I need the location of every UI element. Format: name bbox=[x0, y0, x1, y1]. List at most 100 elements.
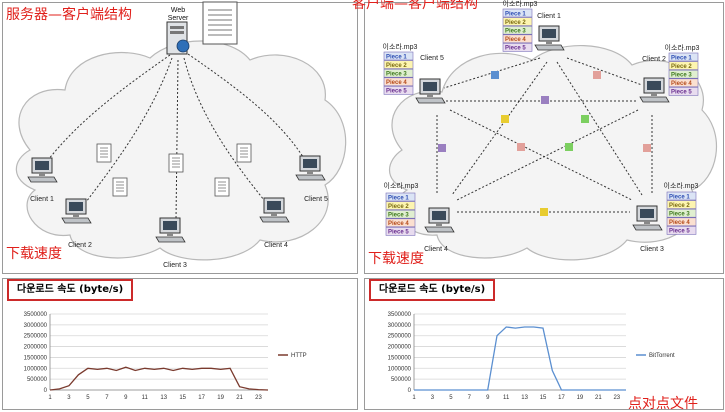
y-tick-label: 2500000 bbox=[388, 334, 412, 340]
piece-label: Piece 5 bbox=[671, 90, 692, 96]
x-tick-label: 11 bbox=[142, 395, 149, 401]
piece-label: Piece 2 bbox=[671, 64, 692, 70]
x-tick-label: 23 bbox=[613, 395, 620, 401]
x-tick-label: 5 bbox=[449, 395, 453, 401]
x-tick-label: 19 bbox=[217, 395, 224, 401]
y-tick-label: 1000000 bbox=[24, 366, 48, 372]
y-tick-label: 1000000 bbox=[388, 366, 412, 372]
server-client-diagram: Web Server Client 1 Client 2 Client 3 Cl… bbox=[15, 1, 347, 269]
piece-block bbox=[668, 61, 699, 70]
bittorrent-chart-title: 다운로드 속도 (byte/s) bbox=[369, 279, 496, 301]
piece-label: Piece 2 bbox=[505, 20, 526, 26]
piece-label: Piece 1 bbox=[671, 55, 692, 61]
piece-block bbox=[502, 17, 533, 26]
piece-block bbox=[502, 34, 533, 44]
y-tick-label: 3500000 bbox=[388, 312, 412, 318]
document-icon bbox=[236, 143, 252, 163]
legend-label: HTTP bbox=[291, 353, 307, 359]
piece-block bbox=[383, 77, 414, 87]
server-label: Server bbox=[168, 15, 189, 22]
x-tick-label: 7 bbox=[468, 395, 472, 401]
piece-label: Piece 1 bbox=[386, 54, 407, 60]
piece-block bbox=[666, 226, 697, 235]
piece-block bbox=[666, 191, 697, 201]
client-client-diagram: Client 1 Client 2 Client 3 Client 4 Clie… bbox=[383, 0, 717, 261]
file-label: 이소라.mp3 bbox=[383, 42, 418, 51]
piece-label: Piece 3 bbox=[505, 29, 526, 35]
piece-label: Piece 2 bbox=[669, 203, 690, 209]
download-speed-annotation: 下载速度 bbox=[6, 246, 62, 262]
piece-block bbox=[502, 43, 533, 52]
piece-block bbox=[668, 52, 699, 62]
http-chart-title: 다운로드 속도 (byte/s) bbox=[7, 279, 134, 301]
piece-label: Piece 2 bbox=[386, 63, 407, 69]
server-client-annotation: 服务器—客户端结构 bbox=[6, 7, 132, 23]
x-tick-label: 5 bbox=[86, 395, 90, 401]
piece-block bbox=[385, 227, 416, 236]
client-label: Client 2 bbox=[642, 56, 666, 63]
piece-block bbox=[502, 25, 533, 35]
piece-block bbox=[666, 217, 697, 227]
network-cloud bbox=[389, 44, 717, 261]
client-label: Client 1 bbox=[537, 13, 561, 20]
client-label: Client 5 bbox=[304, 196, 328, 203]
piece-label: Piece 4 bbox=[671, 81, 692, 87]
piece-label: Piece 3 bbox=[669, 212, 690, 218]
x-tick-label: 17 bbox=[198, 395, 205, 401]
x-tick-label: 13 bbox=[521, 395, 528, 401]
legend-label: BitTorrent bbox=[649, 353, 675, 359]
piece-label: Piece 3 bbox=[386, 72, 407, 78]
x-tick-label: 1 bbox=[48, 395, 52, 401]
series-line bbox=[49, 366, 269, 391]
client-computer-icon bbox=[415, 78, 446, 104]
client-label: Client 3 bbox=[163, 262, 187, 269]
piece-label: Piece 4 bbox=[386, 80, 407, 86]
piece-block bbox=[668, 87, 699, 96]
y-tick-label: 3000000 bbox=[24, 323, 48, 329]
document-icon bbox=[96, 143, 112, 163]
y-tick-label: 1500000 bbox=[24, 355, 48, 361]
y-tick-label: 0 bbox=[408, 388, 412, 394]
x-tick-label: 17 bbox=[558, 395, 565, 401]
client-label: Client 3 bbox=[640, 246, 664, 253]
document-icon bbox=[112, 177, 128, 197]
p2p-annotation: 点对点文件 bbox=[628, 396, 698, 412]
piece-block bbox=[383, 51, 414, 61]
piece-label: Piece 2 bbox=[388, 204, 409, 210]
piece-label: Piece 5 bbox=[669, 229, 690, 235]
web-server-icon bbox=[166, 21, 190, 55]
file-label: 이소라.mp3 bbox=[664, 181, 699, 190]
bittorrent-speed-chart: 0500000100000015000002000000250000030000… bbox=[388, 312, 675, 401]
piece-label: Piece 3 bbox=[671, 73, 692, 79]
piece-label: Piece 1 bbox=[388, 195, 409, 201]
client-label: Client 5 bbox=[420, 55, 444, 62]
server-label: Web bbox=[171, 7, 185, 14]
y-tick-label: 0 bbox=[44, 388, 48, 394]
client-label: Client 4 bbox=[264, 242, 288, 249]
piece-block bbox=[666, 200, 697, 209]
y-tick-label: 2500000 bbox=[24, 334, 48, 340]
x-tick-label: 13 bbox=[160, 395, 167, 401]
y-tick-label: 1500000 bbox=[388, 355, 412, 361]
x-tick-label: 3 bbox=[431, 395, 435, 401]
document-icon bbox=[168, 153, 184, 173]
y-tick-label: 3000000 bbox=[388, 323, 412, 329]
y-tick-label: 500000 bbox=[27, 377, 48, 383]
x-tick-label: 3 bbox=[67, 395, 71, 401]
y-tick-label: 2000000 bbox=[388, 345, 412, 351]
file-label: 이소라.mp3 bbox=[503, 0, 538, 8]
x-tick-label: 15 bbox=[540, 395, 547, 401]
piece-block bbox=[668, 78, 699, 88]
client-label: Client 2 bbox=[68, 242, 92, 249]
piece-block bbox=[385, 218, 416, 228]
piece-label: Piece 5 bbox=[386, 89, 407, 95]
x-tick-label: 11 bbox=[503, 395, 510, 401]
client-computer-icon bbox=[534, 25, 565, 51]
piece-label: Piece 1 bbox=[505, 11, 526, 17]
piece-block bbox=[385, 192, 416, 202]
download-speed-annotation: 下载速度 bbox=[368, 251, 424, 267]
file-label: 이소라.mp3 bbox=[384, 181, 419, 190]
piece-block bbox=[385, 209, 416, 219]
y-tick-label: 3500000 bbox=[24, 312, 48, 318]
piece-label: Piece 1 bbox=[669, 194, 690, 200]
